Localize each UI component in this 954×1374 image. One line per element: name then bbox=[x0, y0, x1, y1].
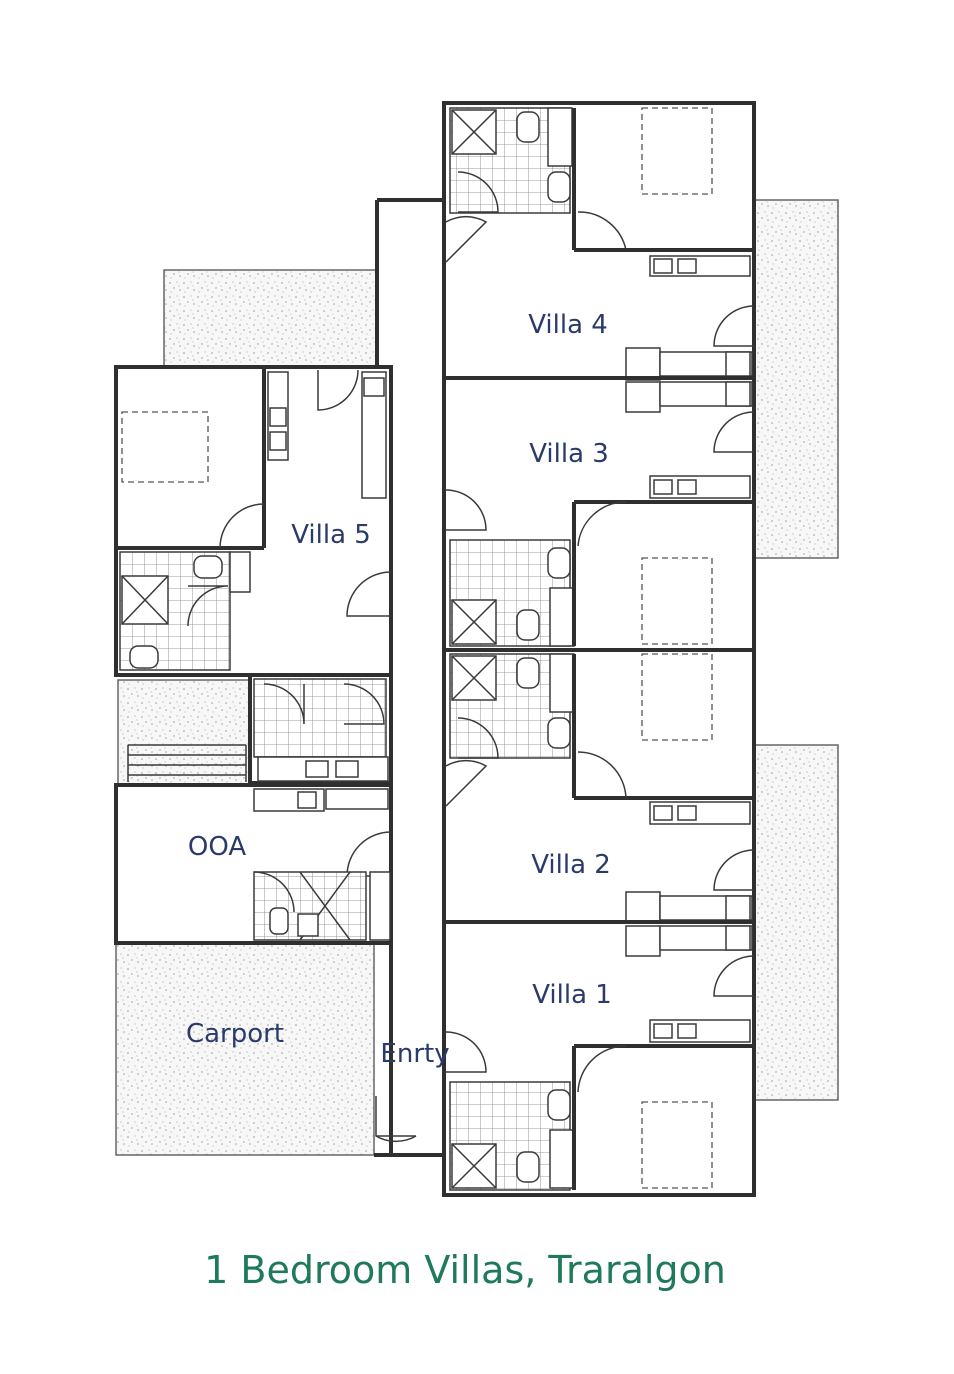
villa-3-label: Villa 3 bbox=[529, 439, 609, 469]
entry-door bbox=[375, 1096, 417, 1143]
garden-area-east-lower bbox=[753, 744, 839, 1101]
villa-1-unit bbox=[442, 920, 756, 1197]
ooa-unit bbox=[114, 673, 393, 945]
villa-3-unit bbox=[442, 376, 756, 652]
villa-2-label: Villa 2 bbox=[531, 850, 611, 880]
plan-caption: 1 Bedroom Villas, Traralgon bbox=[204, 1248, 726, 1292]
villa-1-label: Villa 1 bbox=[532, 980, 612, 1010]
villa-4-label: Villa 4 bbox=[528, 310, 608, 340]
villa-4-unit bbox=[442, 101, 756, 381]
ooa-label: OOA bbox=[188, 832, 246, 862]
garden-area-north bbox=[163, 269, 378, 368]
carport-label: Carport bbox=[186, 1019, 284, 1049]
carport-area bbox=[115, 942, 375, 1156]
entry-label: Enrty bbox=[380, 1039, 449, 1069]
villa-2-unit bbox=[442, 648, 756, 924]
villa-5-label: Villa 5 bbox=[291, 520, 371, 550]
garden-area-east-upper bbox=[753, 199, 839, 559]
garden-area-west bbox=[117, 679, 251, 786]
entry-corridor bbox=[374, 198, 446, 1157]
